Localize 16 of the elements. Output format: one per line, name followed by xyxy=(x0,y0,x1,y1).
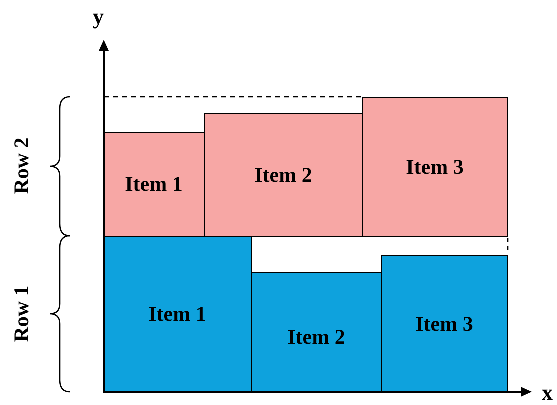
row-label: Row 2 xyxy=(12,138,32,194)
item-bar xyxy=(381,255,508,393)
item-bar xyxy=(204,113,363,237)
item-label: Item 2 xyxy=(288,325,346,350)
axis-label: x xyxy=(542,382,553,404)
item-bar xyxy=(251,272,382,393)
item-bar xyxy=(103,236,252,393)
axis-label: y xyxy=(93,6,104,28)
item-label: Item 3 xyxy=(416,312,474,336)
row-label: Row 1 xyxy=(12,286,32,342)
item-label: Item 1 xyxy=(148,302,206,327)
item-bar xyxy=(103,132,205,237)
item-label: Item 3 xyxy=(406,154,464,180)
item-bar xyxy=(362,97,508,237)
item-label: Item 1 xyxy=(125,172,183,197)
item-label: Item 2 xyxy=(254,162,312,188)
